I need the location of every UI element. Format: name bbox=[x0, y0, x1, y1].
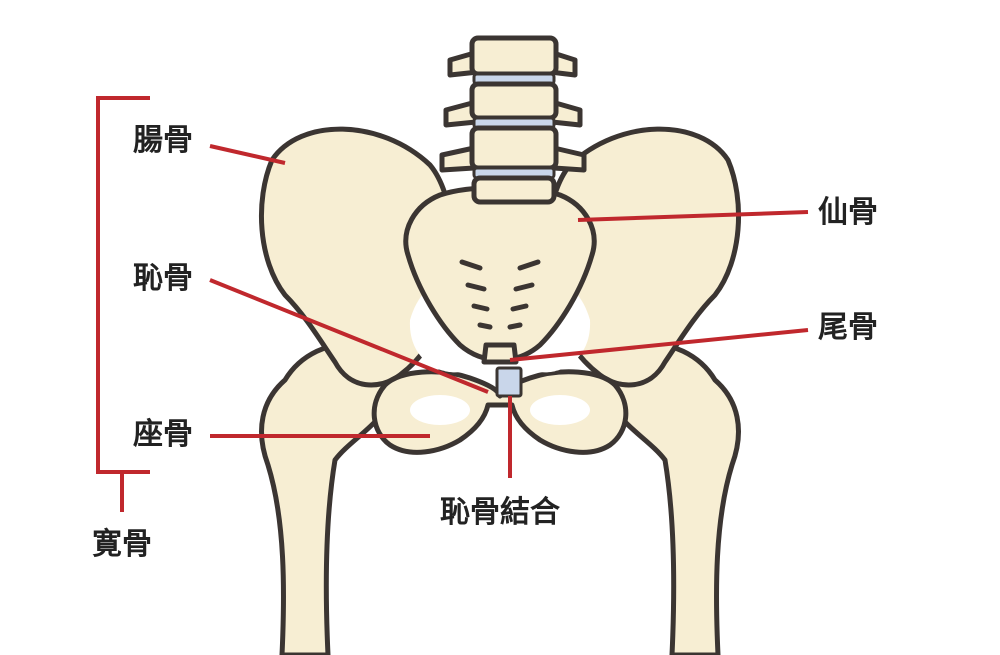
label-pubis: 恥骨 bbox=[133, 261, 193, 296]
left-femur bbox=[259, 341, 394, 655]
lumbar-vertebra-3 bbox=[439, 125, 587, 173]
label-ischium: 座骨 bbox=[133, 417, 193, 452]
label-sacrum: 仙骨 bbox=[818, 195, 878, 230]
right-femur bbox=[606, 341, 741, 655]
label-coccyx: 尾骨 bbox=[818, 310, 878, 345]
pubic-symphysis bbox=[495, 366, 523, 398]
lumbar-vertebra-1 bbox=[447, 35, 578, 78]
label-hip-bone: 寛骨 bbox=[92, 527, 152, 562]
label-ilium: 腸骨 bbox=[133, 123, 193, 158]
pelvic-ring bbox=[371, 369, 629, 455]
sacrum bbox=[403, 185, 597, 363]
ilium-leader-line bbox=[209, 144, 286, 165]
lumbar-vertebra-4 bbox=[471, 175, 557, 205]
sacral-foramina bbox=[459, 259, 541, 330]
coccyx-leader-line bbox=[509, 328, 809, 362]
right-obturator-foramen bbox=[530, 395, 590, 425]
right-ilium bbox=[544, 126, 742, 388]
sacrum-leader-line bbox=[577, 210, 809, 222]
left-obturator-foramen bbox=[410, 395, 470, 425]
pubis-leader-line bbox=[209, 278, 489, 394]
label-pubic-symphysis: 恥骨結合 bbox=[440, 495, 560, 530]
coccyx bbox=[481, 342, 519, 365]
